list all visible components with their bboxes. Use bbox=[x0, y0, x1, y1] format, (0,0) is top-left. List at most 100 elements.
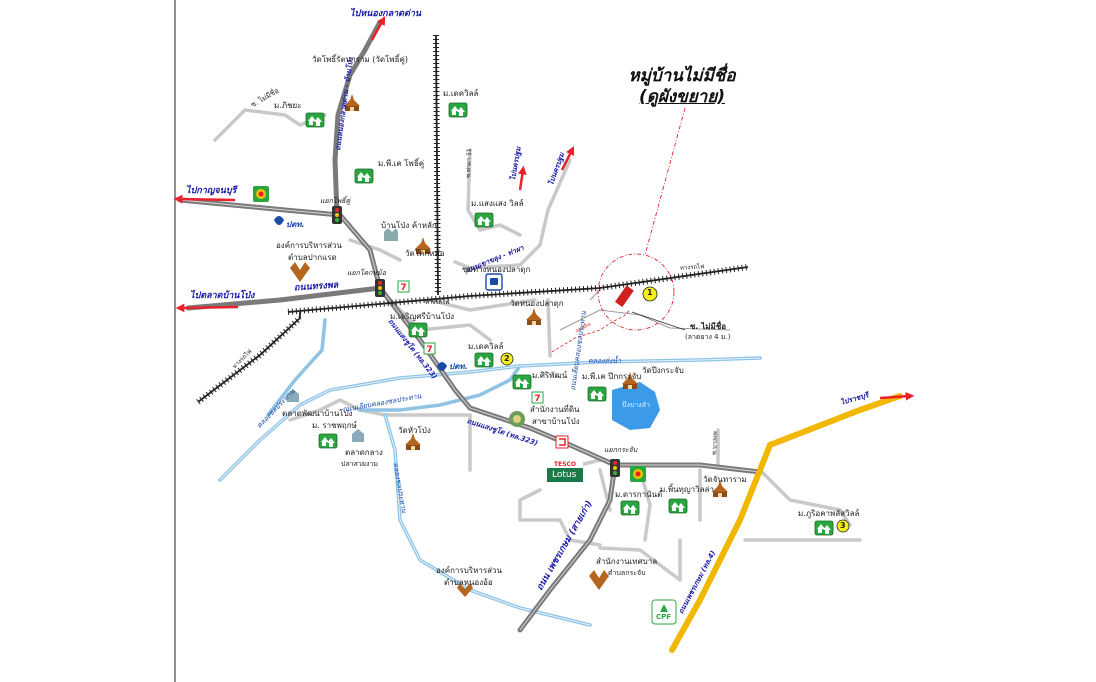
place-m-bhiphat: ม.ภิชยะ bbox=[274, 101, 302, 110]
traffic-light-icon bbox=[375, 279, 385, 297]
canal-inner bbox=[219, 357, 761, 626]
place-ptt: ปตท. bbox=[286, 220, 305, 229]
place-m-charoen: ม.เจริญศรีบ้านโป่ง bbox=[390, 312, 455, 321]
market-icon bbox=[352, 429, 364, 442]
place-yaek-phokhu: แยกโพธิ์คู่ bbox=[320, 197, 351, 205]
place-obt-nhong-2: ตำบลหนองอ้อ bbox=[444, 578, 493, 587]
village-house-icon bbox=[474, 212, 494, 228]
marker-3 bbox=[836, 519, 850, 533]
svg-text:7: 7 bbox=[534, 394, 540, 404]
map-title: หมู่บ้านไม่มีชื่อ (ดูผังขยาย) bbox=[612, 66, 752, 108]
place-obt-paknam-2: ตำบลปากแรด bbox=[288, 253, 337, 262]
highway-4 bbox=[669, 393, 903, 653]
place-m-pk-phokhu: ม.พี.เค โพธิ์คู่ bbox=[378, 159, 425, 168]
garuda-emblem-icon bbox=[589, 570, 609, 590]
market-icon bbox=[287, 389, 299, 402]
marker-1 bbox=[642, 286, 658, 302]
place-wat-nongpladuk: วัดหนองปลาดุก bbox=[510, 299, 564, 308]
seven-eleven-icon: 7 bbox=[397, 280, 410, 293]
place-tesco: TESCO bbox=[554, 461, 577, 468]
place-m-saengsiri: ม.แสงแสง วิลล์ bbox=[471, 199, 524, 208]
road-label-soi-bang: ซ.บางแพ bbox=[711, 431, 719, 456]
traffic-light-icon bbox=[332, 206, 342, 224]
place-m-phurit: ม.ภูริอคาพลัสวิลล์ bbox=[798, 509, 860, 518]
soi-pointer-line bbox=[631, 311, 686, 331]
target-area-circle bbox=[597, 253, 675, 331]
garuda-emblem-icon bbox=[457, 583, 473, 597]
marker-1-label: 1 bbox=[647, 288, 653, 297]
place-station: ชุมทางหนองปลาดุก bbox=[462, 265, 531, 274]
place-market-2b: ปลาสวยงาม bbox=[341, 460, 378, 468]
direction-arrows bbox=[173, 16, 915, 401]
place-m-daecvilla: ม.เดควิลล์ bbox=[468, 342, 504, 351]
place-yaek-khokmo: แยกโคกหม้อ bbox=[347, 269, 386, 277]
village-house-icon bbox=[620, 500, 640, 516]
village-house-icon bbox=[587, 386, 607, 402]
temple-icon bbox=[405, 433, 421, 450]
place-m-siriphat: ม.ศิริพัฒน์ bbox=[532, 371, 568, 380]
lake-shape bbox=[612, 382, 660, 430]
garuda-emblem-icon bbox=[290, 262, 310, 282]
place-ban-pong-lamhak: บ้านโป่ง ค้าหลัก bbox=[381, 221, 437, 230]
cpf-icon bbox=[651, 599, 677, 625]
direction-label-kanchanaburi: ไปกาญจนบุรี bbox=[186, 186, 237, 196]
place-ptt-2: ปตท. bbox=[449, 362, 468, 371]
place-wat-phosi: วัดโพธิ์รัตนาราม (วัดโพธิ์คู่) bbox=[312, 55, 408, 64]
place-obt-nhong-1: องค์การบริหารส่วน bbox=[436, 566, 502, 575]
land-office-icon bbox=[509, 411, 525, 427]
svg-text:7: 7 bbox=[426, 345, 432, 355]
place-yaek-bkk: แยกกระจับ bbox=[604, 446, 638, 454]
svg-text:7: 7 bbox=[400, 283, 406, 293]
village-house-icon bbox=[408, 322, 428, 338]
canal-label-2: คลองส่งน้ำ bbox=[588, 357, 622, 365]
road-label-soi-width: (ลาดยาง 4 ม.) bbox=[685, 333, 731, 341]
place-office-2: ตำบลกระจับ bbox=[608, 569, 646, 577]
place-wat-bkk: วัดปึงกระจับ bbox=[642, 366, 684, 375]
village-house-icon bbox=[668, 498, 688, 514]
village-house-icon bbox=[474, 352, 494, 368]
gas-station-icon bbox=[630, 466, 646, 482]
railway-label-2: ทางรถไฟ bbox=[425, 299, 450, 306]
railway-ties bbox=[196, 34, 749, 405]
traffic-light-icon bbox=[610, 459, 620, 477]
place-market-1: ตลาดพัฒนาบ้านโป่ง bbox=[282, 409, 353, 418]
seven-eleven-icon: 7 bbox=[531, 391, 544, 404]
place-land-office-2: สาขาบ้านโป่ง bbox=[532, 417, 580, 426]
place-lotus: Lotus bbox=[552, 470, 577, 480]
minor-roads bbox=[213, 108, 862, 582]
target-building-icon bbox=[614, 285, 634, 308]
village-house-icon bbox=[354, 168, 374, 184]
village-house-icon bbox=[305, 112, 325, 128]
map-title-line-1: หมู่บ้านไม่มีชื่อ bbox=[628, 66, 736, 86]
road-label-side-soi: ซ.ท่าผา 11 bbox=[465, 148, 474, 179]
place-land-office-1: สำนักงานที่ดิน bbox=[530, 405, 580, 414]
temple-icon bbox=[526, 308, 542, 325]
place-obt-paknam-1: องค์การบริหารส่วน bbox=[276, 241, 342, 250]
map-title-line-2: (ดูผังขยาย) bbox=[639, 87, 725, 107]
village-house-icon bbox=[814, 520, 834, 536]
road-label-soi-noname: ซ. ไม่มีชื่อ bbox=[690, 322, 727, 331]
village-house-icon bbox=[448, 102, 468, 118]
tesco-lotus-icon bbox=[547, 462, 583, 482]
place-m-daecvilla-top: ม.เดควิลล์ bbox=[443, 89, 479, 98]
village-house-icon bbox=[512, 374, 532, 390]
ptt-icon bbox=[437, 362, 447, 371]
place-m-rat: ม. ราชพฤกษ์ bbox=[312, 421, 357, 430]
place-m-ruamphrom: ม.พิ้นทุญาวิลล่า bbox=[660, 485, 714, 494]
place-lake: บึงบางลำ bbox=[622, 401, 650, 409]
place-market-2a: ตลาดกลาง bbox=[345, 448, 383, 457]
place-m-pk-bkk: ม.พี.เค ปึกกระจับ bbox=[582, 372, 642, 381]
place-wat-pichan: วัดจันทาราม bbox=[703, 475, 747, 484]
place-m-chanon: ม.ดารกานันต์ bbox=[615, 490, 663, 499]
gas-station-icon bbox=[253, 186, 269, 202]
direction-label-ban-pong: ไปตลาดบ้านโป่ง bbox=[190, 291, 255, 301]
train-station-icon bbox=[485, 273, 503, 291]
marker-2 bbox=[500, 352, 514, 366]
marker-3-label: 3 bbox=[840, 521, 846, 530]
ptt-icon bbox=[274, 216, 284, 225]
village-house-icon bbox=[318, 433, 338, 449]
place-office-1: สำนักงานเทศบาล bbox=[596, 557, 658, 566]
place-wat-huapong: วัดหัวโป่ง bbox=[398, 426, 431, 435]
place-cpf: CPF bbox=[656, 613, 672, 621]
